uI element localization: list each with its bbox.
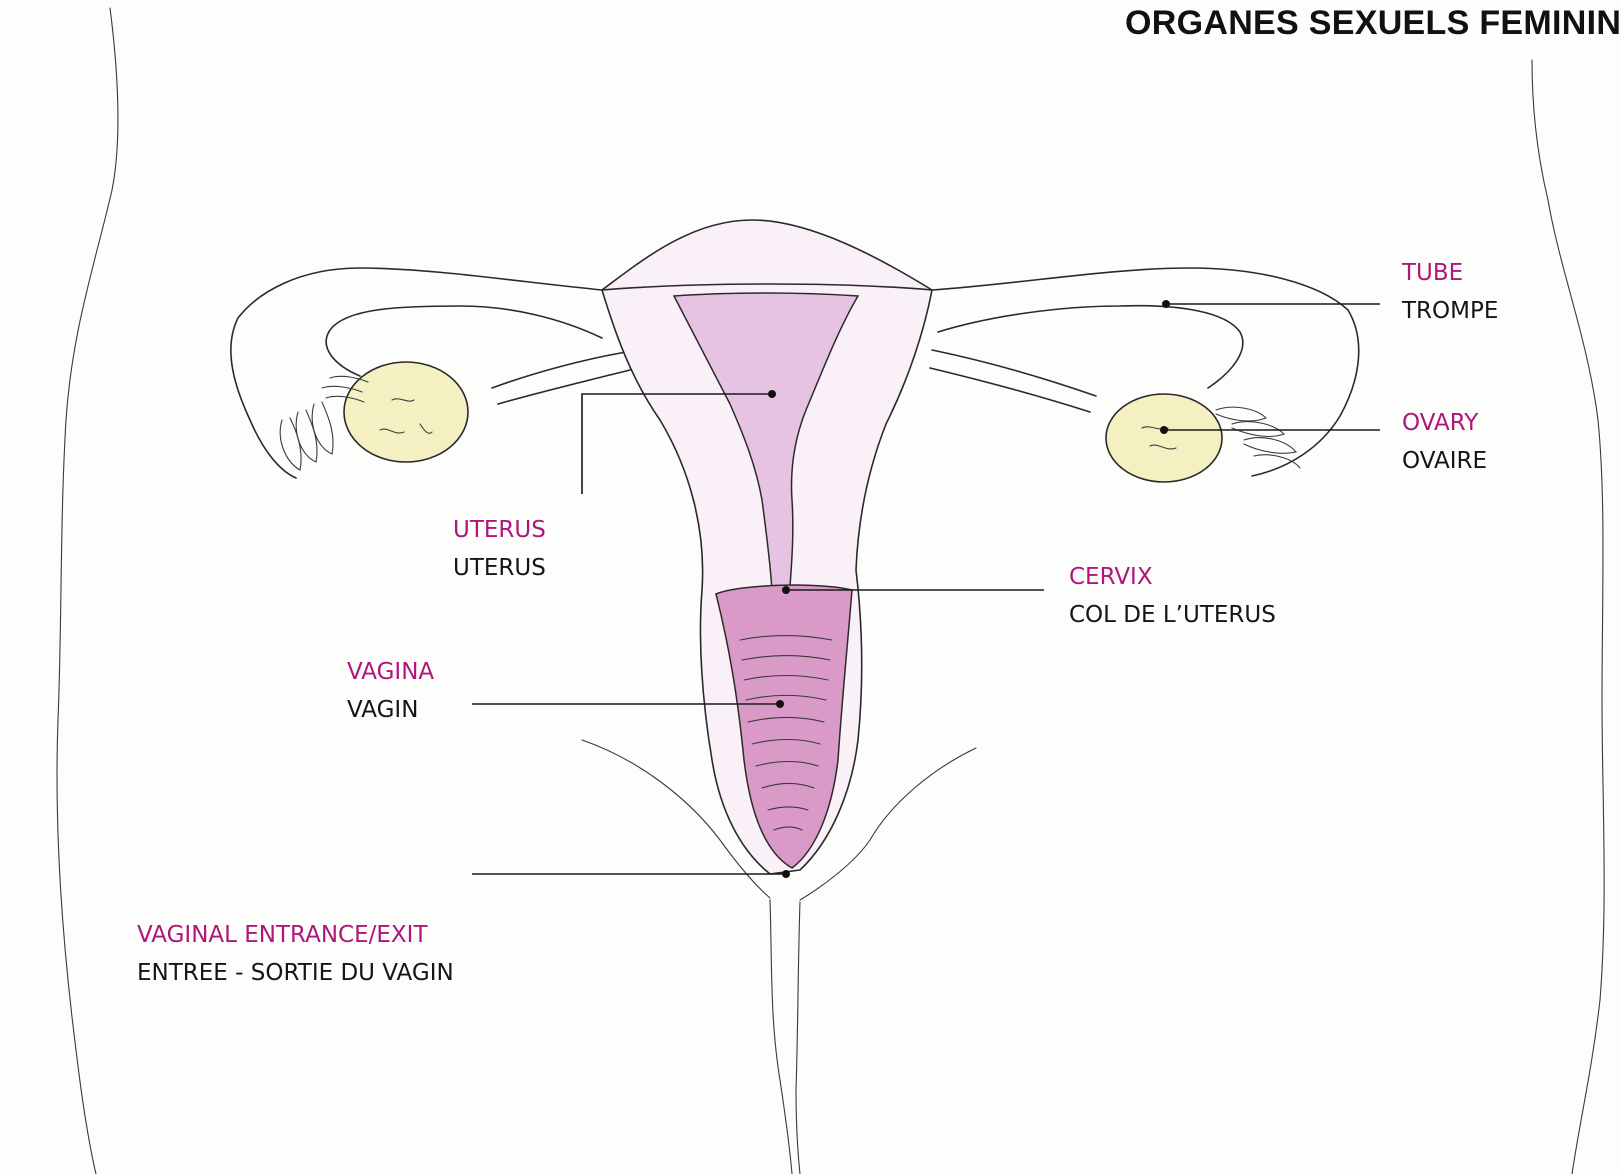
label-cervix: CERVIX COL DE L’UTERUS xyxy=(1069,558,1276,634)
label-vagina-french: VAGIN xyxy=(347,691,434,729)
label-cervix-english: CERVIX xyxy=(1069,558,1276,596)
label-entrance-english: VAGINAL ENTRANCE/EXIT xyxy=(137,916,454,954)
leader-vagina-dot xyxy=(776,700,784,708)
leader-cervix-dot xyxy=(782,586,790,594)
body-outline-left xyxy=(57,8,118,1174)
fimbriae-right xyxy=(1216,407,1300,468)
label-tube: TUBE TROMPE xyxy=(1402,254,1498,330)
leader-entrance-dot xyxy=(782,870,790,878)
label-entrance-french: ENTREE - SORTIE DU VAGIN xyxy=(137,954,454,992)
thigh-inner-right xyxy=(796,902,800,1174)
label-vagina: VAGINA VAGIN xyxy=(347,653,434,729)
leader-ovary-dot xyxy=(1160,426,1168,434)
label-uterus: UTERUS UTERUS xyxy=(453,511,546,587)
label-ovary-french: OVAIRE xyxy=(1402,442,1487,480)
label-uterus-english: UTERUS xyxy=(453,511,546,549)
ovary-left xyxy=(344,362,468,462)
leader-uterus-dot xyxy=(768,390,776,398)
label-ovary: OVARY OVAIRE xyxy=(1402,404,1487,480)
label-vaginal-entrance: VAGINAL ENTRANCE/EXIT ENTREE - SORTIE DU… xyxy=(137,916,454,992)
page-title: ORGANES SEXUELS FEMININS xyxy=(1125,4,1621,43)
label-cervix-french: COL DE L’UTERUS xyxy=(1069,596,1276,634)
thigh-inner-left xyxy=(770,900,792,1174)
label-uterus-french: UTERUS xyxy=(453,549,546,587)
leader-tube-dot xyxy=(1162,300,1170,308)
label-vagina-english: VAGINA xyxy=(347,653,434,691)
body-outline-right xyxy=(1532,60,1604,1174)
ovarian-ligament-right xyxy=(930,350,1096,412)
ovary-right xyxy=(1106,394,1222,482)
label-tube-french: TROMPE xyxy=(1402,292,1498,330)
ovarian-ligament-left xyxy=(492,352,630,404)
label-tube-english: TUBE xyxy=(1402,254,1498,292)
tube-right-inner xyxy=(938,306,1243,388)
label-ovary-english: OVARY xyxy=(1402,404,1487,442)
